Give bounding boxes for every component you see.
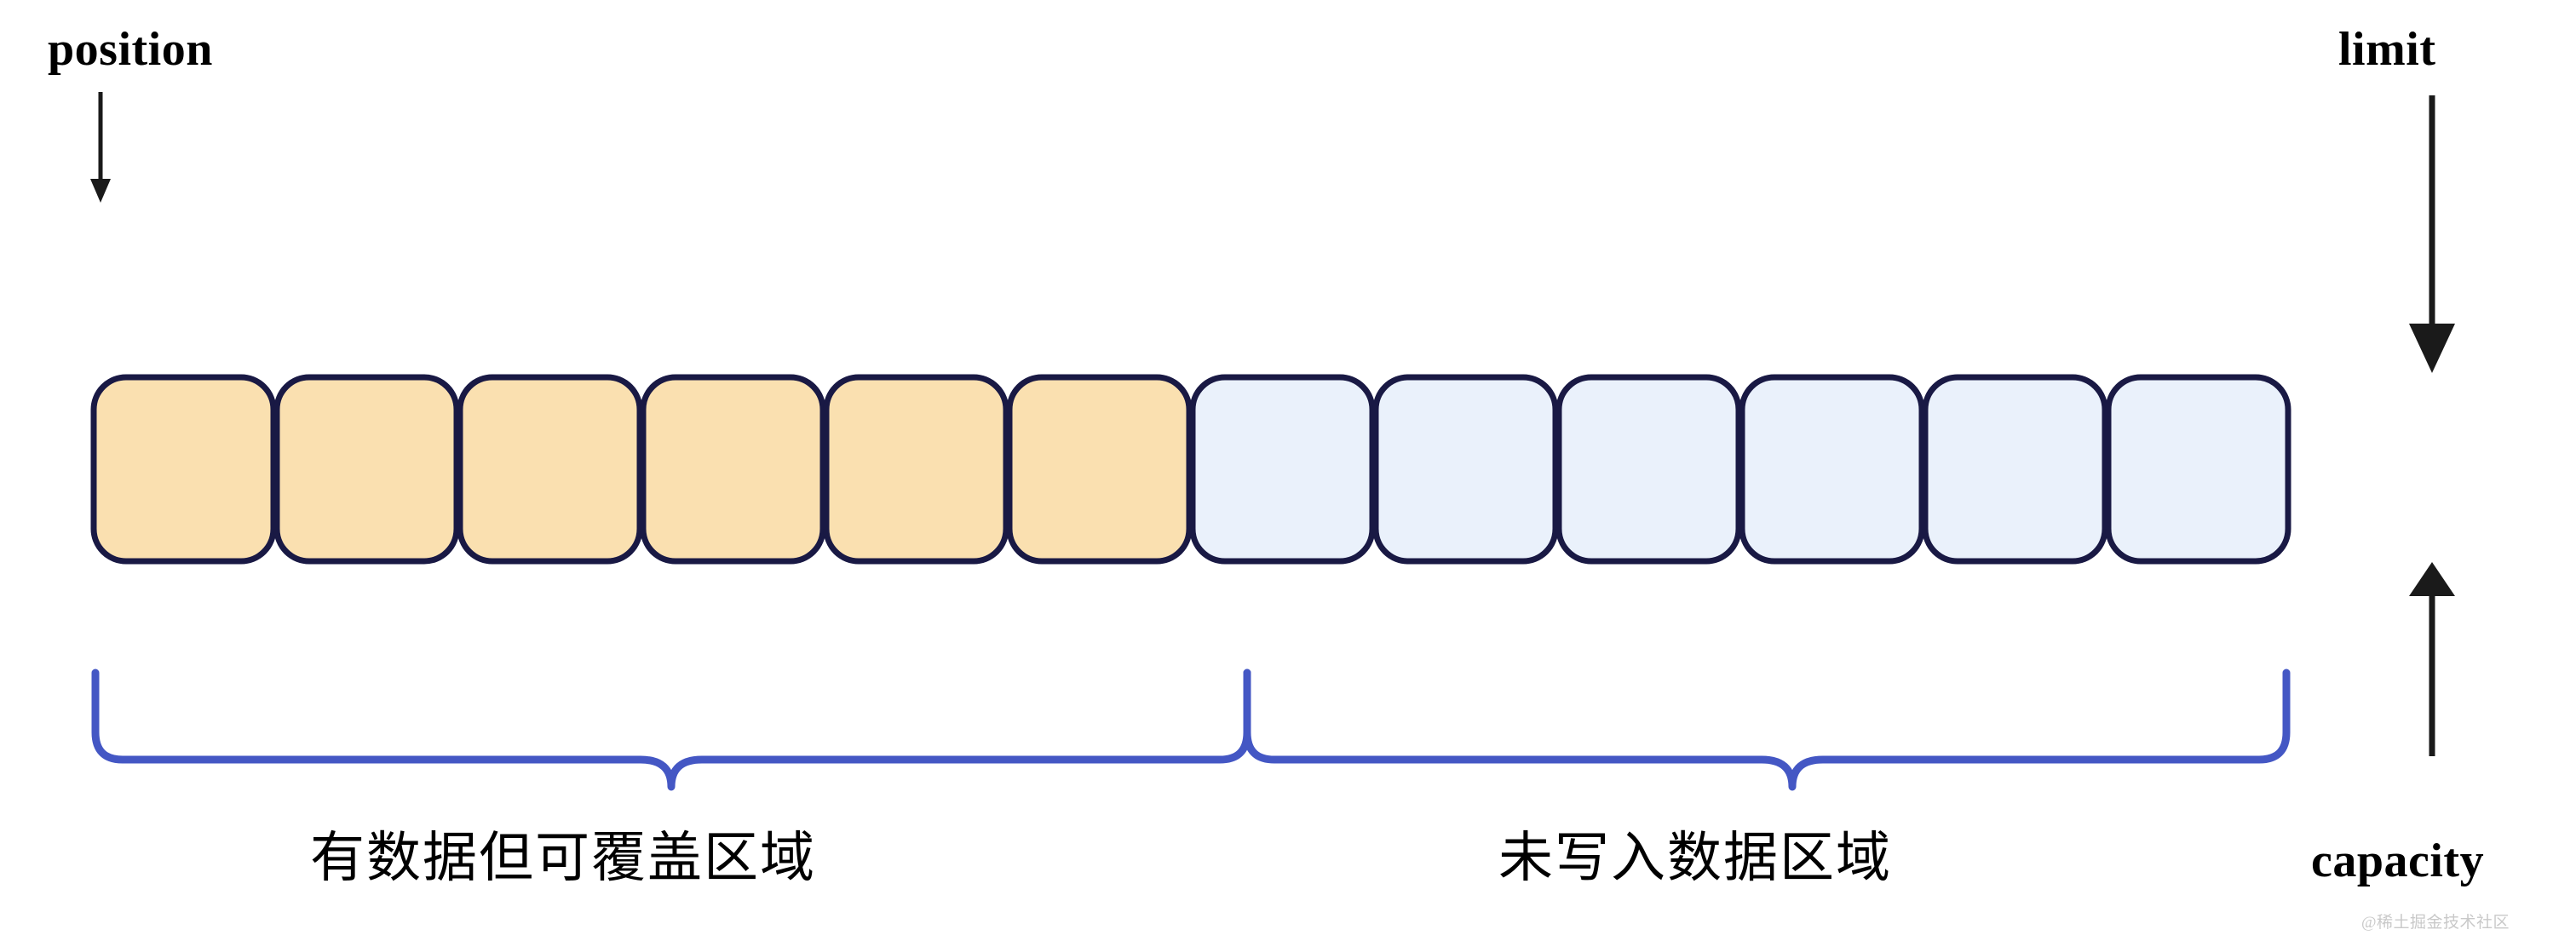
position-arrow-head xyxy=(90,179,111,203)
limit-arrow-head xyxy=(2409,324,2455,373)
left-region-label: 有数据但可覆盖区域 xyxy=(310,828,816,888)
position-label: position xyxy=(48,23,213,76)
watermark: @稀土掘金技术社区 xyxy=(2361,914,2510,932)
buffer-cell-row xyxy=(90,374,2291,565)
capacity-arrow-head xyxy=(2409,562,2455,596)
buffer-cell-3[interactable] xyxy=(640,374,826,565)
position-arrow xyxy=(90,92,111,203)
capacity-label: capacity xyxy=(2311,835,2485,887)
limit-label: limit xyxy=(2338,23,2436,76)
buffer-cell-2[interactable] xyxy=(457,374,643,565)
buffer-cell-5[interactable] xyxy=(1006,374,1193,565)
buffer-cell-11[interactable] xyxy=(2105,374,2291,565)
buffer-cell-10[interactable] xyxy=(1922,374,2108,565)
left-brace xyxy=(91,668,1251,791)
buffer-cell-9[interactable] xyxy=(1739,374,1925,565)
buffer-cell-8[interactable] xyxy=(1555,374,1742,565)
right-region-label: 未写入数据区域 xyxy=(1498,828,1892,888)
capacity-arrow xyxy=(2409,562,2455,756)
buffer-cell-4[interactable] xyxy=(823,374,1009,565)
buffer-cell-0[interactable] xyxy=(90,374,277,565)
buffer-cell-7[interactable] xyxy=(1372,374,1559,565)
right-brace xyxy=(1243,668,2291,791)
buffer-cell-6[interactable] xyxy=(1189,374,1376,565)
limit-arrow xyxy=(2409,95,2455,373)
buffer-cell-1[interactable] xyxy=(273,374,460,565)
